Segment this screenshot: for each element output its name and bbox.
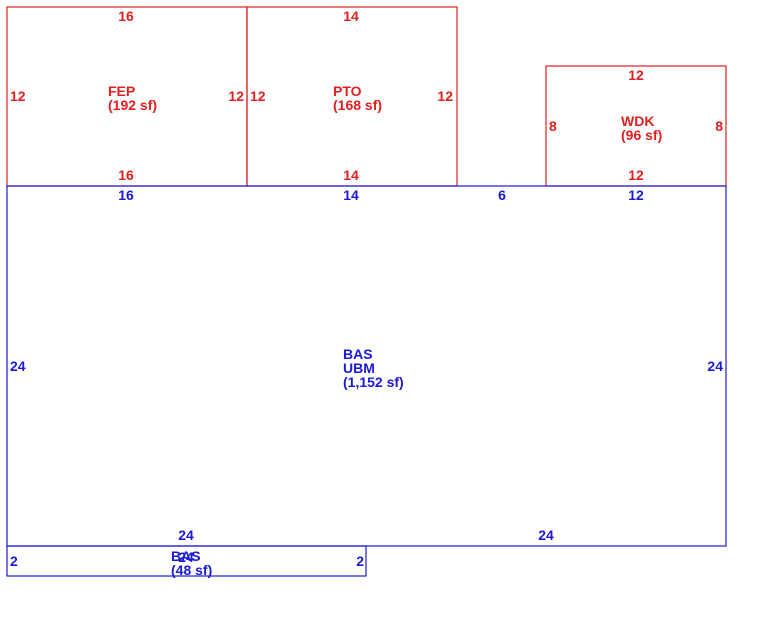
- bas-small-outline: [6, 545, 367, 577]
- bas-small-area: (48 sf): [171, 562, 212, 578]
- pto-bottom-dim: 14: [343, 167, 359, 183]
- fep-bottom-dim: 16: [118, 167, 134, 183]
- bas-main-bottom-dim-1: 24: [178, 527, 194, 543]
- wdk-left-dim: 8: [549, 118, 557, 134]
- fep-top-dim: 16: [118, 8, 134, 24]
- wdk-bottom-dim: 12: [628, 167, 644, 183]
- area-bas-small: 2 2 24 BAS (48 sf): [6, 545, 367, 578]
- bas-main-left-dim: 24: [10, 358, 26, 374]
- pto-right-dim: 12: [437, 88, 453, 104]
- pto-code: PTO: [333, 83, 362, 99]
- bas-main-right-dim: 24: [707, 358, 723, 374]
- bas-main-top-dim-2: 14: [343, 187, 359, 203]
- bas-small-code: BAS: [171, 548, 201, 564]
- bas-small-left-dim: 2: [10, 553, 18, 569]
- bas-main-bottom-dim-2: 24: [538, 527, 554, 543]
- bas-small-right-dim: 2: [356, 553, 364, 569]
- bas-main-code: BAS: [343, 346, 373, 362]
- area-wdk: 12 12 8 8 WDK (96 sf): [545, 65, 727, 187]
- fep-left-dim: 12: [10, 88, 26, 104]
- fep-code: FEP: [108, 83, 135, 99]
- bas-main-area: (1,152 sf): [343, 374, 404, 390]
- wdk-area: (96 sf): [621, 127, 662, 143]
- fep-right-dim: 12: [228, 88, 244, 104]
- area-fep: 16 16 12 12 FEP (192 sf): [6, 6, 248, 187]
- pto-left-dim: 12: [250, 88, 266, 104]
- bas-main-top-dim-1: 16: [118, 187, 134, 203]
- bas-main-top-dim-4: 12: [628, 187, 644, 203]
- pto-top-dim: 14: [343, 8, 359, 24]
- bas-small-top-dim: 24: [178, 549, 194, 565]
- area-bas-main: 16 14 6 12 24 24 24 24 BAS UBM (1,152 sf…: [6, 185, 727, 547]
- fep-area: (192 sf): [108, 97, 157, 113]
- area-pto: 14 14 12 12 PTO (168 sf): [246, 6, 458, 187]
- wdk-right-dim: 8: [715, 118, 723, 134]
- pto-area: (168 sf): [333, 97, 382, 113]
- wdk-code: WDK: [621, 113, 654, 129]
- bas-main-code-2: UBM: [343, 360, 375, 376]
- wdk-top-dim: 12: [628, 67, 644, 83]
- bas-main-top-dim-3: 6: [498, 187, 506, 203]
